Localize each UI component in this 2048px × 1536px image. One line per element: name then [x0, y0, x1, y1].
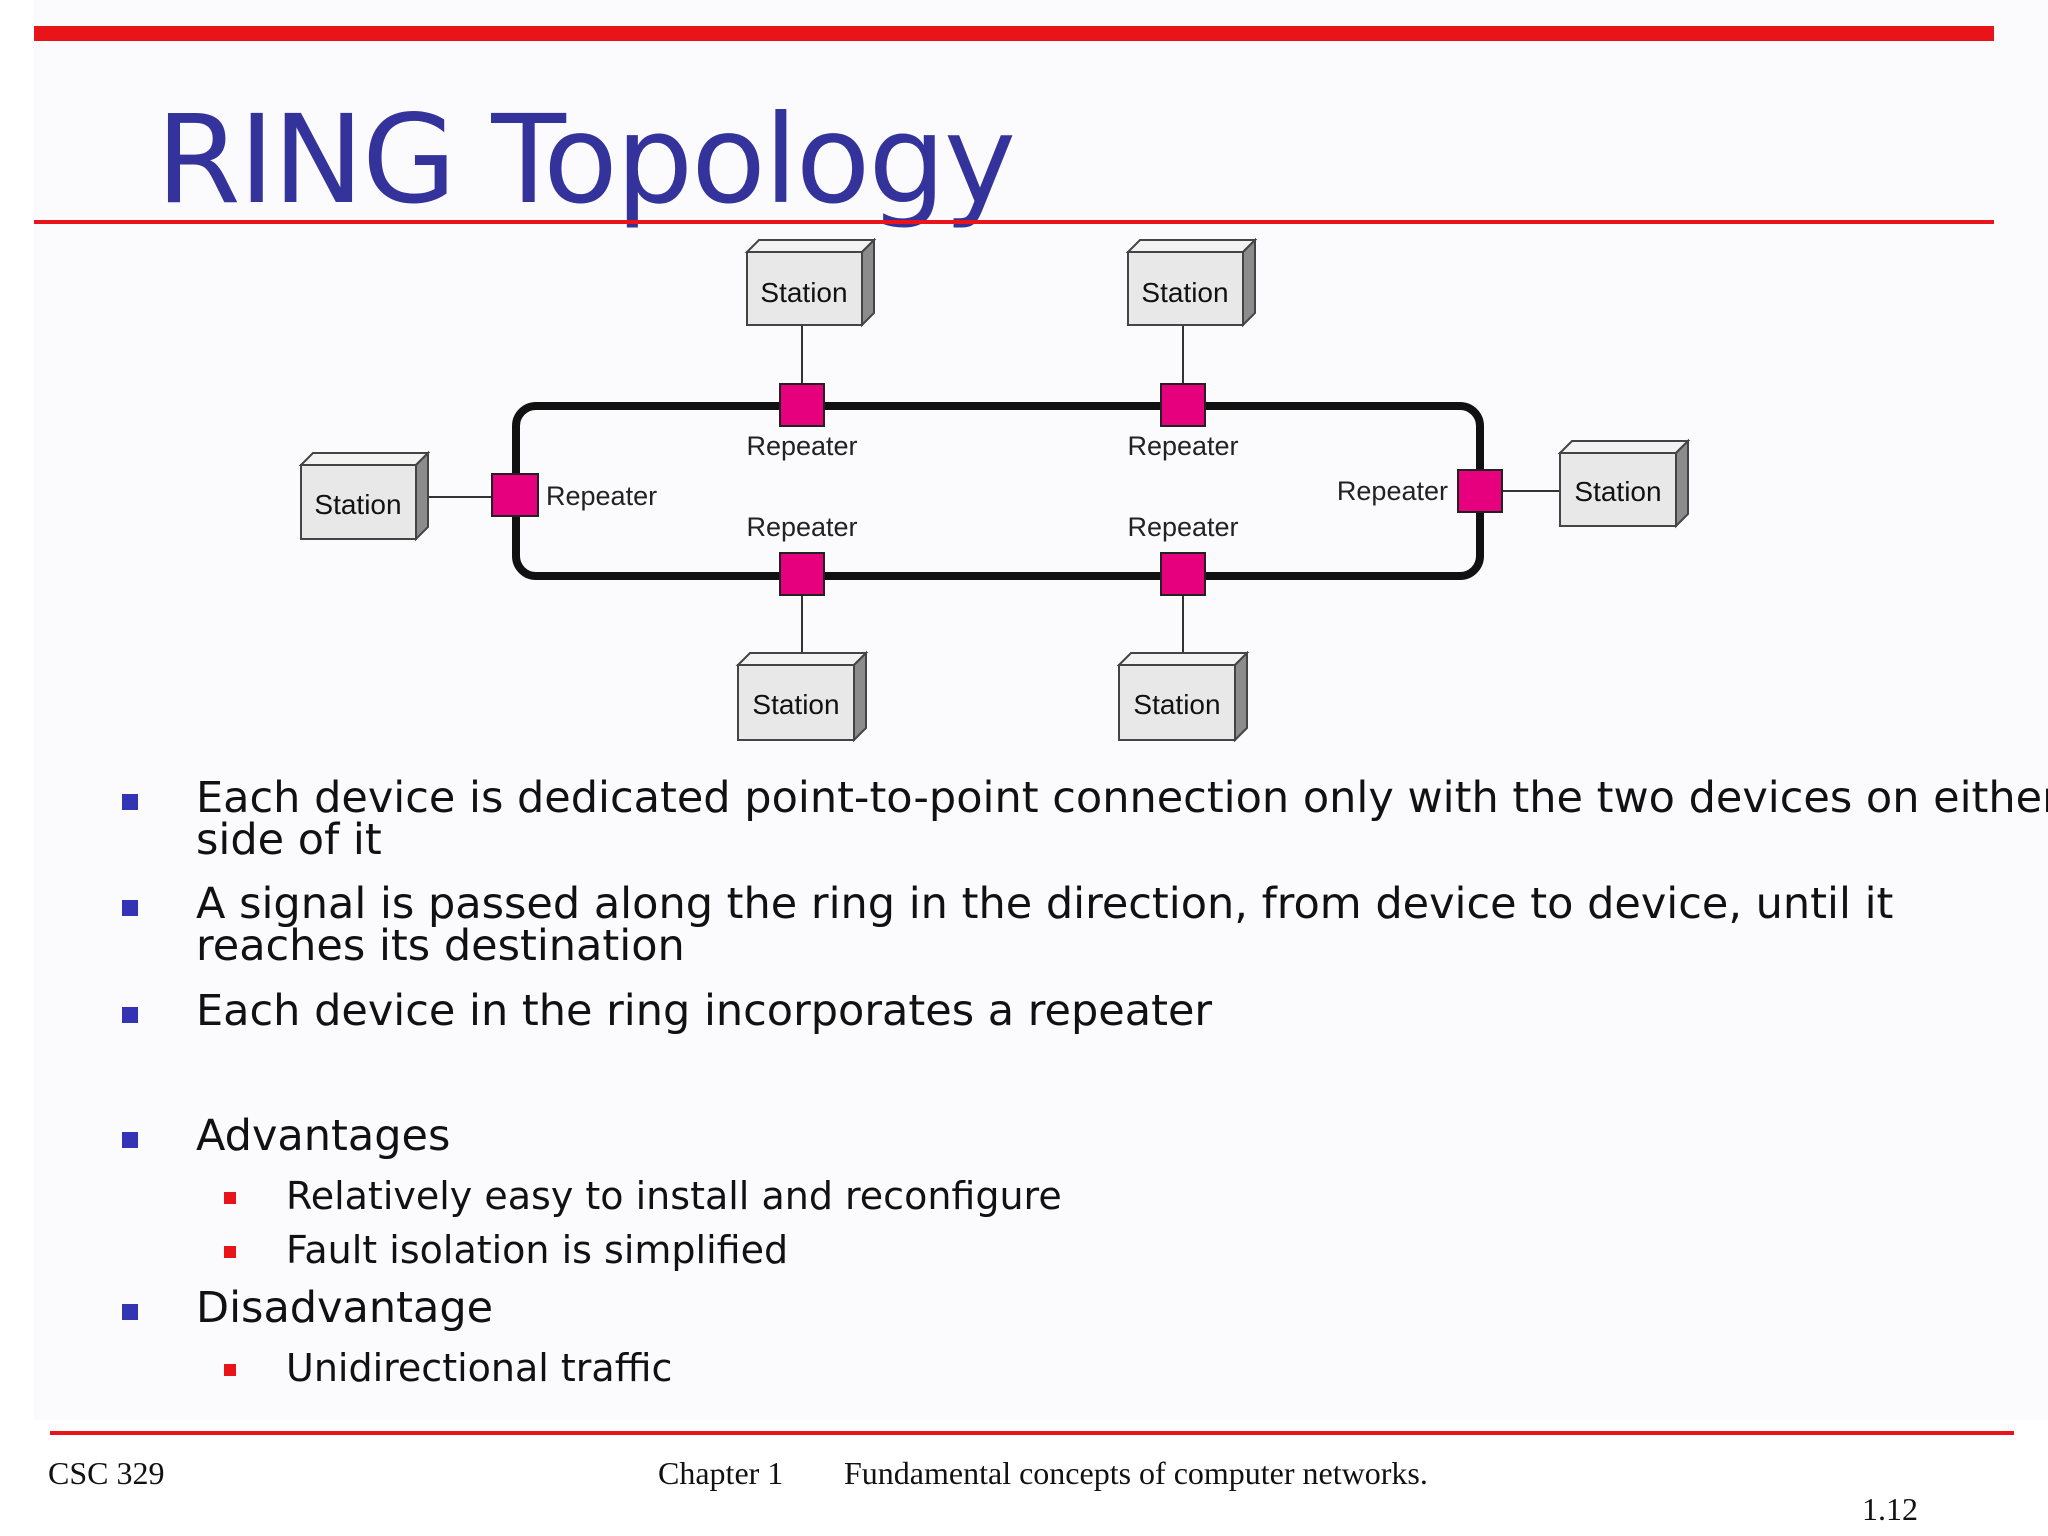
- station-label: Station: [1133, 689, 1220, 720]
- bullet-text-continued: reaches its destination: [196, 921, 685, 971]
- station-label: Station: [1141, 277, 1228, 308]
- bullet-square-icon: [122, 794, 138, 810]
- station-label: Station: [314, 489, 401, 520]
- repeater-top-right: [1160, 383, 1206, 427]
- station-top-right: Station: [1125, 237, 1258, 328]
- sub-bullet-text: Relatively easy to install and reconfigu…: [286, 1174, 1062, 1218]
- repeater-left: [491, 473, 539, 517]
- repeater-bottom-left: [779, 552, 825, 596]
- station-label: Station: [1574, 476, 1661, 507]
- footer-red-rule: [50, 1431, 2014, 1435]
- station-top-left: Station: [744, 237, 877, 328]
- top-red-rule: [34, 26, 1994, 41]
- slide-title: RING Topology: [156, 89, 1016, 231]
- bullet-text: Disadvantage: [196, 1283, 494, 1333]
- repeater-bottom-right: [1160, 552, 1206, 596]
- station-label: Station: [752, 689, 839, 720]
- sub-bullet-square-icon: [224, 1246, 236, 1258]
- repeater-label: Repeater: [1337, 476, 1448, 506]
- bullet-square-icon: [122, 900, 138, 916]
- repeater-top-left: [779, 383, 825, 427]
- bullet-text: Advantages: [196, 1111, 451, 1161]
- bullet-square-icon: [122, 1007, 138, 1023]
- repeater-label: Repeater: [746, 512, 857, 542]
- station-bottom-right: Station: [1116, 650, 1250, 743]
- footer-chapter: Chapter 1: [658, 1455, 784, 1491]
- station-right: Station: [1557, 438, 1691, 529]
- repeater-label: Repeater: [1127, 512, 1238, 542]
- station-label: Station: [760, 277, 847, 308]
- repeater-right: [1457, 469, 1503, 513]
- sub-bullet-square-icon: [224, 1192, 236, 1204]
- sub-bullet-text: Unidirectional traffic: [286, 1346, 673, 1390]
- repeater-label: Repeater: [746, 431, 857, 461]
- footer-chapter-title: Fundamental concepts of computer network…: [844, 1455, 1428, 1491]
- station-bottom-left: Station: [735, 650, 869, 743]
- bullet-text-continued: side of it: [196, 815, 382, 865]
- slide-background: [34, 0, 2048, 1420]
- bullet-text: Each device is dedicated point-to-point …: [196, 773, 2048, 823]
- slide-number: 1.12: [1862, 1491, 1918, 1527]
- footer-course: CSC 329: [48, 1455, 165, 1491]
- bullet-square-icon: [122, 1132, 138, 1148]
- bullet-text: A signal is passed along the ring in the…: [196, 879, 1894, 929]
- ring-cable: [512, 402, 1484, 580]
- repeater-label: Repeater: [546, 481, 657, 511]
- sub-bullet-square-icon: [224, 1364, 236, 1376]
- bullet-square-icon: [122, 1304, 138, 1320]
- station-left: Station: [298, 450, 431, 542]
- title-underline-rule: [34, 220, 1994, 224]
- repeater-label: Repeater: [1127, 431, 1238, 461]
- sub-bullet-text: Fault isolation is simplified: [286, 1228, 789, 1272]
- bullet-text: Each device in the ring incorporates a r…: [196, 986, 1213, 1036]
